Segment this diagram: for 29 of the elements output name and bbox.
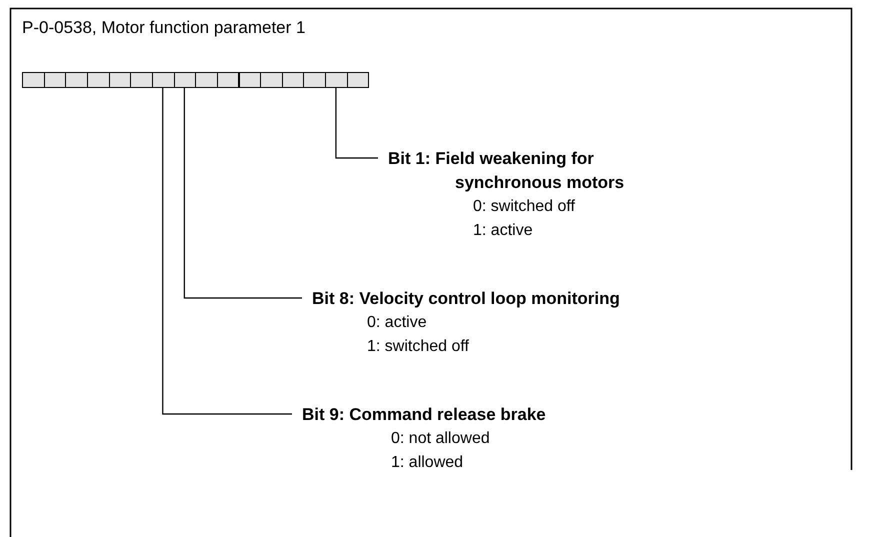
bit-heading: Bit 1: Field weakening for synchronous motors <box>388 148 626 194</box>
leader-line <box>162 88 292 415</box>
bit-cell <box>325 72 348 88</box>
bit-cell <box>86 72 110 88</box>
bit-cell <box>195 72 218 88</box>
bit-cell <box>346 72 370 88</box>
bit-cell <box>303 72 326 88</box>
bit-cell <box>130 72 153 88</box>
bit-value-text: 1: active <box>473 221 533 241</box>
bit-value-text: 0: not allowed <box>391 429 490 449</box>
bit-cell <box>238 72 262 88</box>
bit-cell <box>44 72 66 88</box>
leader-line <box>184 88 302 299</box>
bit-cell <box>282 72 304 88</box>
bit-value-text: 0: switched off <box>473 197 575 217</box>
bit-cell <box>260 72 283 88</box>
bit-cell <box>174 72 196 88</box>
bit-cell <box>216 72 240 88</box>
leader-line <box>335 88 378 159</box>
bit-value-text: 0: active <box>367 313 427 333</box>
bit-cell <box>22 72 45 88</box>
bit-heading: Bit 9: Command release brake <box>302 404 547 426</box>
bit-value-text: 1: switched off <box>367 337 469 357</box>
bit-value-text: 1: allowed <box>391 453 464 473</box>
diagram-title: P-0-0538, Motor function parameter 1 <box>22 18 306 38</box>
bit-cell <box>152 72 175 88</box>
bit-cell <box>108 72 132 88</box>
bit-heading: Bit 8: Velocity control loop monitoring <box>312 288 621 310</box>
bit-cell <box>65 72 88 88</box>
